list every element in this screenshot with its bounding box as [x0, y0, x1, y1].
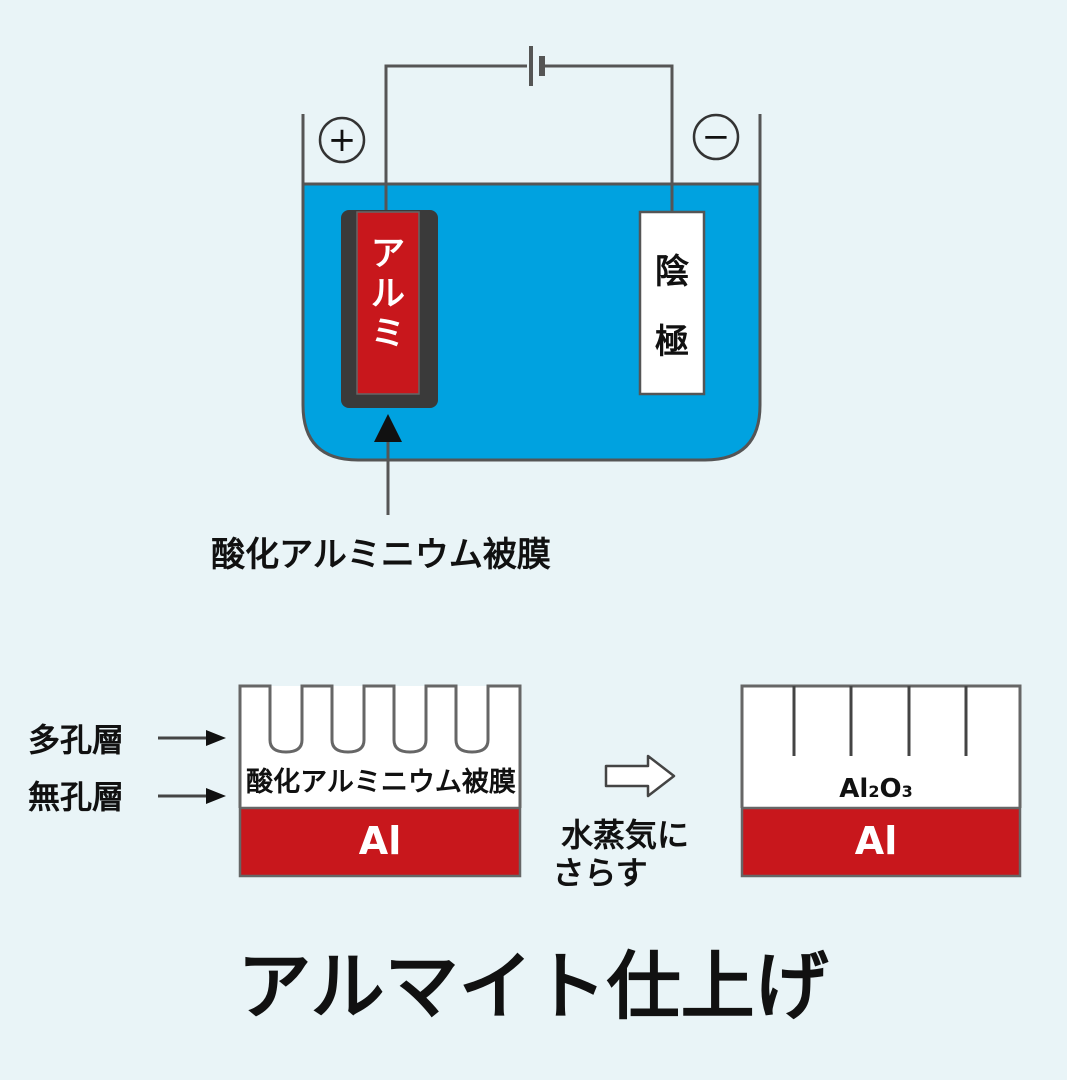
page-title: アルマイト仕上げ [237, 944, 828, 1030]
anode-aluminum [356, 211, 420, 395]
sealed-film-label: Al2O3 [839, 774, 912, 804]
cathode-label-char: 陰 [655, 252, 689, 292]
electrolysis-cell: + − ア ル ミ 陰 極 酸化アルミニウム被膜 [211, 46, 762, 575]
process-arrow-icon [604, 754, 676, 798]
minus-sign: − [702, 117, 731, 157]
anode-label-char: ル [371, 274, 405, 314]
wire [545, 64, 674, 212]
film-structure-before: 酸化アルミニウム被膜 Al 多孔層 無孔層 [28, 684, 522, 878]
film-box [240, 686, 520, 808]
tank-outline [301, 114, 762, 462]
sealed-pores [792, 686, 968, 756]
process-label-line2: さらす [552, 854, 647, 892]
film-structure-after: Al2O3 Al [740, 684, 1022, 878]
cathode-label-char: 極 [655, 322, 689, 362]
nonporous-layer-arrow [158, 788, 226, 804]
anode-label-char: ミ [371, 314, 405, 354]
film-pointer-arrow [374, 414, 402, 515]
film-label: 酸化アルミニウム被膜 [246, 767, 516, 798]
porous-layer-label: 多孔層 [28, 721, 124, 759]
battery-icon [529, 46, 545, 86]
anode-label-char: ア [371, 234, 405, 274]
film-caption: 酸化アルミニウム被膜 [211, 535, 551, 575]
sealed-film-outline [740, 684, 1022, 808]
base-aluminum [238, 806, 522, 878]
sealed-base-aluminum [740, 806, 1022, 878]
nonporous-layer-label: 無孔層 [28, 778, 124, 816]
plus-sign: + [328, 120, 357, 160]
anode-sign: + [318, 116, 366, 164]
sealed-base-metal-label: Al [855, 819, 897, 863]
porous-layer-arrow [158, 730, 226, 746]
wire [384, 64, 527, 212]
process-label-line1: 水蒸気に [561, 816, 689, 854]
base-metal-label: Al [359, 819, 401, 863]
pores-outline [238, 684, 522, 808]
sealed-film-box [742, 686, 1020, 808]
cathode [638, 210, 706, 396]
cathode-sign: − [692, 113, 740, 161]
